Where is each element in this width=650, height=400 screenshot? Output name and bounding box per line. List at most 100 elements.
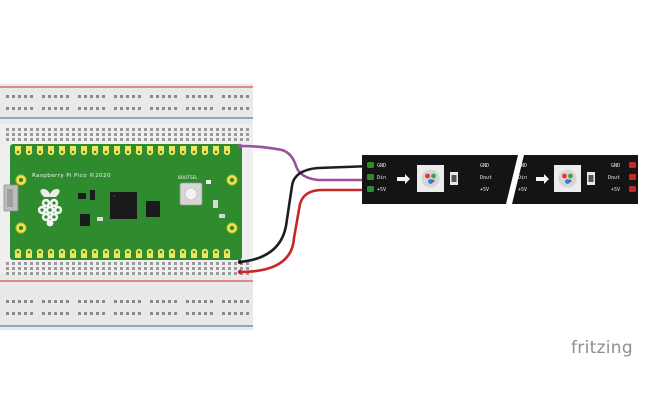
breadboard-hole bbox=[168, 272, 171, 275]
pin-label: Dout bbox=[608, 175, 620, 181]
pin-label: +5V bbox=[377, 187, 386, 193]
breadboard-hole bbox=[228, 272, 231, 275]
breadboard-hole bbox=[132, 267, 135, 270]
raspberry-pi-pico: Raspberry Pi Pico ©2020 BOOTSEL bbox=[3, 144, 242, 260]
breadboard-hole bbox=[48, 133, 51, 136]
breadboard-hole bbox=[174, 272, 177, 275]
breadboard-hole bbox=[222, 272, 225, 275]
breadboard-hole bbox=[138, 262, 141, 265]
breadboard-hole bbox=[198, 107, 201, 110]
breadboard-hole bbox=[240, 312, 243, 315]
bottom-rail-holes bbox=[6, 300, 249, 315]
breadboard-hole bbox=[48, 138, 51, 141]
breadboard-hole bbox=[168, 95, 171, 98]
breadboard-hole bbox=[192, 312, 195, 315]
breadboard-hole bbox=[210, 262, 213, 265]
breadboard-hole bbox=[96, 107, 99, 110]
breadboard-hole bbox=[198, 133, 201, 136]
breadboard-hole bbox=[246, 267, 249, 270]
breadboard-hole bbox=[156, 312, 159, 315]
pin-label: Din bbox=[518, 175, 527, 181]
breadboard-hole bbox=[132, 95, 135, 98]
breadboard-hole bbox=[168, 267, 171, 270]
breadboard-hole bbox=[234, 267, 237, 270]
breadboard-hole bbox=[120, 312, 123, 315]
breadboard-hole bbox=[186, 272, 189, 275]
breadboard-hole bbox=[228, 107, 231, 110]
breadboard-hole bbox=[150, 138, 153, 141]
breadboard-hole bbox=[210, 312, 213, 315]
pad-5v-out bbox=[629, 186, 636, 192]
data-wire bbox=[238, 144, 374, 182]
breadboard-hole bbox=[174, 107, 177, 110]
breadboard-hole bbox=[168, 300, 171, 303]
breadboard-hole bbox=[204, 133, 207, 136]
breadboard-hole bbox=[102, 107, 105, 110]
breadboard-hole bbox=[240, 95, 243, 98]
breadboard-hole bbox=[84, 272, 87, 275]
breadboard-hole bbox=[102, 95, 105, 98]
breadboard-hole bbox=[96, 138, 99, 141]
breadboard-hole bbox=[42, 107, 45, 110]
breadboard-hole bbox=[60, 267, 63, 270]
breadboard-hole bbox=[234, 133, 237, 136]
breadboard-hole bbox=[102, 300, 105, 303]
breadboard-hole bbox=[90, 267, 93, 270]
breadboard-hole bbox=[60, 128, 63, 131]
breadboard-hole bbox=[132, 300, 135, 303]
breadboard-hole bbox=[198, 300, 201, 303]
breadboard-hole bbox=[78, 133, 81, 136]
breadboard-hole bbox=[66, 133, 69, 136]
breadboard-hole bbox=[6, 267, 9, 270]
breadboard-hole bbox=[90, 300, 93, 303]
breadboard-hole bbox=[84, 267, 87, 270]
breadboard-hole bbox=[24, 95, 27, 98]
breadboard-hole bbox=[78, 267, 81, 270]
breadboard-hole bbox=[108, 267, 111, 270]
breadboard-hole bbox=[192, 300, 195, 303]
breadboard-hole bbox=[114, 107, 117, 110]
breadboard-hole bbox=[192, 262, 195, 265]
breadboard-hole bbox=[6, 300, 9, 303]
breadboard-hole bbox=[168, 312, 171, 315]
bootsel-label: BOOTSEL bbox=[178, 175, 198, 180]
breadboard-hole bbox=[132, 133, 135, 136]
breadboard-hole bbox=[150, 267, 153, 270]
breadboard-hole bbox=[12, 262, 15, 265]
breadboard-hole bbox=[204, 262, 207, 265]
pin-label: +5V bbox=[518, 187, 527, 193]
breadboard-hole bbox=[144, 133, 147, 136]
breadboard-hole bbox=[210, 267, 213, 270]
breadboard-hole bbox=[30, 267, 33, 270]
breadboard-hole bbox=[198, 267, 201, 270]
breadboard-hole bbox=[60, 300, 63, 303]
breadboard-hole bbox=[78, 138, 81, 141]
led-strip: GND Din +5V GND Dout +5V GND Din +5V bbox=[362, 155, 638, 204]
breadboard-hole bbox=[96, 262, 99, 265]
breadboard-hole bbox=[228, 95, 231, 98]
breadboard-hole bbox=[186, 128, 189, 131]
breadboard-hole bbox=[216, 272, 219, 275]
breadboard-hole bbox=[42, 128, 45, 131]
breadboard-hole bbox=[18, 133, 21, 136]
pad-gnd-out bbox=[629, 162, 636, 168]
smd-component bbox=[97, 217, 103, 221]
breadboard-hole bbox=[168, 138, 171, 141]
breadboard-hole bbox=[228, 267, 231, 270]
breadboard-hole bbox=[156, 267, 159, 270]
breadboard-hole bbox=[156, 133, 159, 136]
breadboard-hole bbox=[54, 267, 57, 270]
breadboard-hole bbox=[54, 95, 57, 98]
breadboard-hole bbox=[198, 138, 201, 141]
breadboard-hole bbox=[12, 107, 15, 110]
breadboard-hole bbox=[234, 300, 237, 303]
breadboard-hole bbox=[78, 300, 81, 303]
breadboard-hole bbox=[156, 272, 159, 275]
breadboard-hole bbox=[144, 138, 147, 141]
breadboard-hole bbox=[138, 128, 141, 131]
breadboard-hole bbox=[168, 262, 171, 265]
smd-component bbox=[213, 200, 218, 208]
breadboard-hole bbox=[156, 138, 159, 141]
breadboard-hole bbox=[132, 107, 135, 110]
breadboard-hole bbox=[84, 107, 87, 110]
